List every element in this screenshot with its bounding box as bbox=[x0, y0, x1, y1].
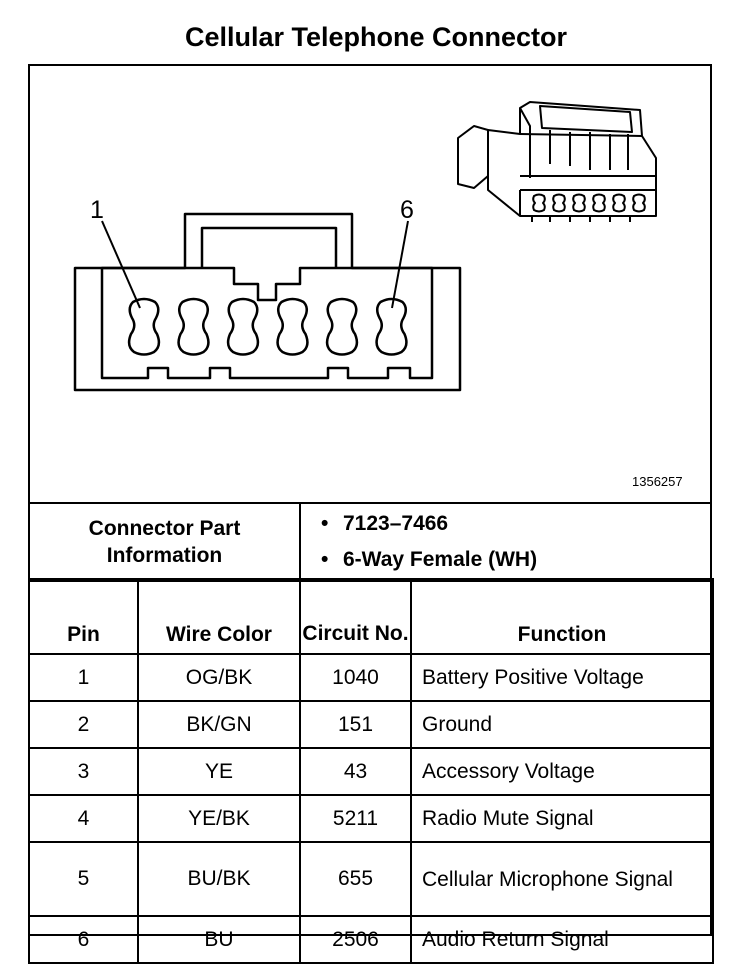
pin-cell: 2 bbox=[28, 700, 139, 749]
table-row: 6 BU 2506 Audio Return Signal bbox=[28, 915, 714, 964]
page-title: Cellular Telephone Connector bbox=[184, 22, 568, 52]
pin-cell: 5 bbox=[28, 841, 139, 917]
iso-pin-terminal-5 bbox=[612, 193, 626, 213]
connector-part-info-values: 7123–7466 6-Way Female (WH) bbox=[299, 502, 712, 582]
pin-terminal-6 bbox=[375, 297, 408, 356]
pin-terminal-2 bbox=[177, 297, 210, 356]
pin-terminal-5 bbox=[325, 297, 359, 356]
function-cell: Audio Return Signal bbox=[410, 915, 714, 964]
circuit-cell: 655 bbox=[299, 841, 412, 917]
pin-1-leader bbox=[101, 220, 141, 309]
header-pin: Pin bbox=[28, 578, 139, 655]
function-cell: Accessory Voltage bbox=[410, 747, 714, 796]
header-wire-color: Wire Color bbox=[137, 578, 301, 655]
table-row: 3 YE 43 Accessory Voltage bbox=[28, 747, 714, 796]
iso-pin-terminal-6 bbox=[632, 193, 646, 213]
iso-pin-terminal-2 bbox=[552, 193, 566, 213]
function-cell: Battery Positive Voltage bbox=[410, 653, 714, 702]
wire-color-cell: OG/BK bbox=[137, 653, 301, 702]
connector-latch bbox=[200, 226, 338, 268]
circuit-cell: 43 bbox=[299, 747, 412, 796]
function-cell: Radio Mute Signal bbox=[410, 794, 714, 843]
pin-terminals bbox=[127, 297, 408, 356]
wire-color-cell: BK/GN bbox=[137, 700, 301, 749]
wire-color-cell: YE bbox=[137, 747, 301, 796]
circuit-cell: 2506 bbox=[299, 915, 412, 964]
connector-perspective-view bbox=[457, 101, 657, 222]
pin-cell: 6 bbox=[28, 915, 139, 964]
pin-cell: 3 bbox=[28, 747, 139, 796]
connector-part-info-label: Connector Part Information bbox=[28, 502, 301, 582]
wire-color-cell: YE/BK bbox=[137, 794, 301, 843]
table-row: 4 YE/BK 5211 Radio Mute Signal bbox=[28, 794, 714, 843]
header-function: Function bbox=[410, 578, 714, 655]
table-row: 2 BK/GN 151 Ground bbox=[28, 700, 714, 749]
pin-terminal-1 bbox=[127, 297, 161, 356]
circuit-cell: 5211 bbox=[299, 794, 412, 843]
header-circuit-no: Circuit No. bbox=[299, 578, 412, 655]
pin-6-leader bbox=[391, 220, 409, 309]
function-cell: Ground bbox=[410, 700, 714, 749]
iso-pin-terminal-1 bbox=[532, 193, 546, 213]
wire-color-cell: BU/BK bbox=[137, 841, 301, 917]
function-cell: Cellular Microphone Signal bbox=[410, 841, 714, 917]
pinout-table: Pin Wire Color Circuit No. Function 1 OG… bbox=[28, 578, 714, 964]
part-number: 7123–7466 bbox=[321, 506, 709, 542]
connector-cavity bbox=[100, 266, 434, 380]
table-row: 5 BU/BK 655 Cellular Microphone Signal bbox=[28, 841, 714, 917]
circuit-cell: 151 bbox=[299, 700, 412, 749]
iso-pin-terminal-4 bbox=[592, 193, 606, 213]
pin-terminal-4 bbox=[276, 297, 309, 356]
pin-cell: 4 bbox=[28, 794, 139, 843]
pin-1-label: 1 bbox=[90, 196, 104, 224]
connector-part-info: Connector Part Information 7123–7466 6-W… bbox=[28, 502, 712, 582]
pin-cell: 1 bbox=[28, 653, 139, 702]
table-row: 1 OG/BK 1040 Battery Positive Voltage bbox=[28, 653, 714, 702]
circuit-cell: 1040 bbox=[299, 653, 412, 702]
figure-id: 1356257 bbox=[632, 474, 683, 489]
connector-type: 6-Way Female (WH) bbox=[321, 542, 709, 578]
pin-6-label: 6 bbox=[400, 196, 414, 224]
wire-color-cell: BU bbox=[137, 915, 301, 964]
iso-pin-terminal-3 bbox=[572, 193, 586, 213]
table-header-row: Pin Wire Color Circuit No. Function bbox=[28, 578, 714, 655]
connector-diagram: 1 6 bbox=[73, 101, 657, 392]
pin-terminal-3 bbox=[226, 297, 260, 356]
